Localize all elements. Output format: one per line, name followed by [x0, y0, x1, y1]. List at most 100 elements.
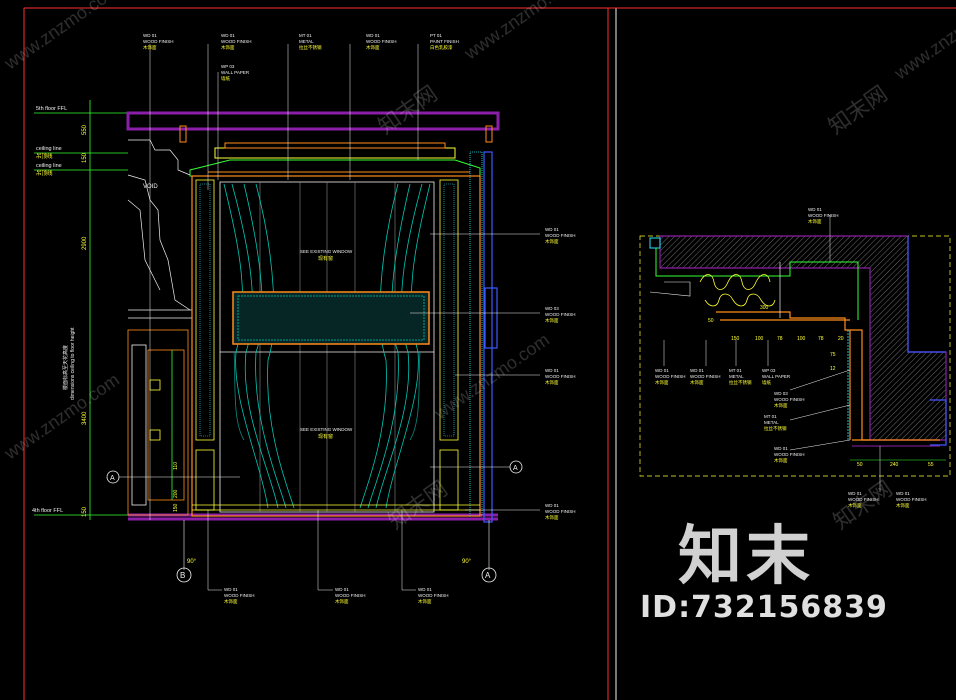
- svg-text:100: 100: [797, 336, 806, 342]
- svg-text:WP 03: WP 03: [221, 64, 235, 69]
- svg-text:墙纸: 墙纸: [762, 379, 771, 386]
- watermark-logo: 知末: [678, 520, 814, 594]
- svg-text:www.znzmo.com: www.znzmo.com: [0, 0, 123, 74]
- svg-text:WD 01: WD 01: [418, 587, 432, 592]
- dim-150-bottom: 150: [82, 506, 88, 517]
- svg-text:WD 01: WD 01: [545, 503, 559, 508]
- svg-text:木饰面: 木饰面: [774, 402, 788, 409]
- svg-text:WP 03: WP 03: [762, 368, 776, 373]
- svg-text:木饰面: 木饰面: [335, 598, 349, 605]
- svg-text:WD 01: WD 01: [848, 491, 862, 496]
- window-note-lower: SEE EXISTING WINDOW: [300, 427, 353, 432]
- dim-150-top: 150: [82, 152, 88, 163]
- svg-text:METAL: METAL: [729, 374, 744, 379]
- side-note-cn: 楼面标高至天花高度: [62, 345, 69, 390]
- svg-text:WD 01: WD 01: [335, 587, 349, 592]
- skirting: [192, 504, 480, 511]
- level-markers: [34, 112, 128, 516]
- svg-text:240: 240: [890, 462, 899, 468]
- window-note-upper-cn: 现有窗: [318, 255, 333, 262]
- svg-text:WOOD FINISH: WOOD FINISH: [774, 452, 805, 457]
- svg-text:WOOD FINISH: WOOD FINISH: [221, 39, 252, 44]
- grid-bubble-a: A 90°: [462, 520, 497, 583]
- svg-text:www.znzmo.com: www.znzmo.com: [0, 369, 123, 463]
- svg-text:拉丝不锈钢: 拉丝不锈钢: [729, 379, 752, 386]
- svg-text:知末网: 知末网: [824, 81, 892, 139]
- level-4th-floor: 4th floor FFL: [32, 508, 63, 514]
- svg-text:木饰面: 木饰面: [143, 44, 157, 51]
- svg-text:WOOD FINISH: WOOD FINISH: [848, 497, 879, 502]
- dim-3400: 3400: [82, 411, 88, 425]
- svg-text:WOOD FINISH: WOOD FINISH: [545, 374, 576, 379]
- svg-text:木饰面: 木饰面: [418, 598, 432, 605]
- svg-text:木饰面: 木饰面: [896, 502, 910, 509]
- side-cabinet: [127, 329, 189, 516]
- right-wall-strip: [469, 151, 498, 523]
- svg-text:MT 01: MT 01: [729, 368, 742, 373]
- ceiling-cornice: [189, 142, 481, 177]
- svg-text:90°: 90°: [187, 559, 197, 565]
- window-note-lower-cn: 现有窗: [318, 433, 333, 440]
- svg-text:拉丝不锈钢: 拉丝不锈钢: [299, 44, 322, 51]
- svg-text:WD 01: WD 01: [808, 207, 822, 212]
- svg-text:100: 100: [755, 336, 764, 342]
- level-ceiling-1-cn: 吊顶线: [36, 152, 53, 160]
- svg-text:WALL PAPER: WALL PAPER: [762, 374, 791, 379]
- dim-550: 550: [82, 124, 88, 135]
- svg-text:木饰面: 木饰面: [655, 379, 669, 386]
- svg-text:WD 01: WD 01: [221, 33, 235, 38]
- svg-text:75: 75: [830, 352, 836, 358]
- svg-text:WOOD FINISH: WOOD FINISH: [545, 509, 576, 514]
- svg-text:木饰面: 木饰面: [366, 44, 380, 51]
- svg-text:WD 01: WD 01: [655, 368, 669, 373]
- svg-text:A: A: [513, 465, 518, 472]
- svg-text:WD 01: WD 01: [774, 446, 788, 451]
- svg-text:A: A: [485, 571, 491, 580]
- window-frame: [191, 175, 481, 517]
- svg-text:木饰面: 木饰面: [545, 514, 559, 521]
- svg-text:木饰面: 木饰面: [545, 317, 559, 324]
- svg-text:78: 78: [777, 336, 783, 342]
- svg-text:50: 50: [857, 462, 863, 468]
- detail-top-tag: WD 01 WOOD FINISH 木饰面: [808, 207, 839, 262]
- svg-text:WD 01: WD 01: [545, 368, 559, 373]
- svg-text:PT 01: PT 01: [430, 33, 442, 38]
- detail-mid-tags: WD 03 WOOD FINISH 木饰面 MT 01 METAL 拉丝不锈钢 …: [764, 369, 851, 464]
- svg-text:WOOD FINISH: WOOD FINISH: [335, 593, 366, 598]
- svg-text:MT 01: MT 01: [299, 33, 312, 38]
- svg-text:78: 78: [818, 336, 824, 342]
- svg-text:WOOD FINISH: WOOD FINISH: [366, 39, 397, 44]
- svg-text:PAINT FINISH: PAINT FINISH: [430, 39, 459, 44]
- svg-text:WOOD FINISH: WOOD FINISH: [418, 593, 449, 598]
- structure-walls: [126, 111, 500, 521]
- svg-text:WOOD FINISH: WOOD FINISH: [224, 593, 255, 598]
- svg-text:木饰面: 木饰面: [848, 502, 862, 509]
- bottom-material-tags: WD 01 WOOD FINISH 木饰面 WD 01 WOOD FINISH …: [207, 510, 449, 605]
- transom-panel: [232, 291, 430, 345]
- svg-text:A: A: [110, 475, 115, 482]
- section-marker-right: A: [430, 460, 523, 474]
- detail-bottom-tag: WD 01 WOOD FINISH 木饰面 WD 01 WOOD FINISH …: [848, 446, 927, 509]
- svg-text:WOOD FINISH: WOOD FINISH: [143, 39, 174, 44]
- svg-text:WD 01: WD 01: [366, 33, 380, 38]
- section-marker-left: A: [106, 470, 240, 484]
- svg-text:WOOD FINISH: WOOD FINISH: [808, 213, 839, 218]
- svg-text:55: 55: [928, 462, 934, 468]
- svg-text:WD 03: WD 03: [545, 306, 559, 311]
- detail-left-tags: WD 01 WOOD FINISH 木饰面 WD 01 WOOD FINISH …: [655, 340, 791, 386]
- svg-text:www.znzmo.com: www.znzmo.com: [890, 0, 956, 84]
- svg-text:MT 01: MT 01: [764, 414, 777, 419]
- frame-dimension-tags: 110 200 150: [173, 462, 179, 512]
- svg-text:白色乳胶漆: 白色乳胶漆: [430, 44, 453, 51]
- svg-text:WOOD FINISH: WOOD FINISH: [690, 374, 721, 379]
- svg-text:WOOD FINISH: WOOD FINISH: [774, 397, 805, 402]
- void-label: VOID: [143, 184, 158, 190]
- svg-text:知末网: 知末网: [829, 476, 897, 534]
- void-stair-zone: [127, 139, 192, 319]
- detail-trim: [716, 311, 870, 441]
- svg-text:20: 20: [838, 336, 844, 342]
- svg-text:WALL PAPER: WALL PAPER: [221, 70, 250, 75]
- svg-text:WOOD FINISH: WOOD FINISH: [655, 374, 686, 379]
- svg-text:WOOD FINISH: WOOD FINISH: [896, 497, 927, 502]
- svg-text:METAL: METAL: [764, 420, 779, 425]
